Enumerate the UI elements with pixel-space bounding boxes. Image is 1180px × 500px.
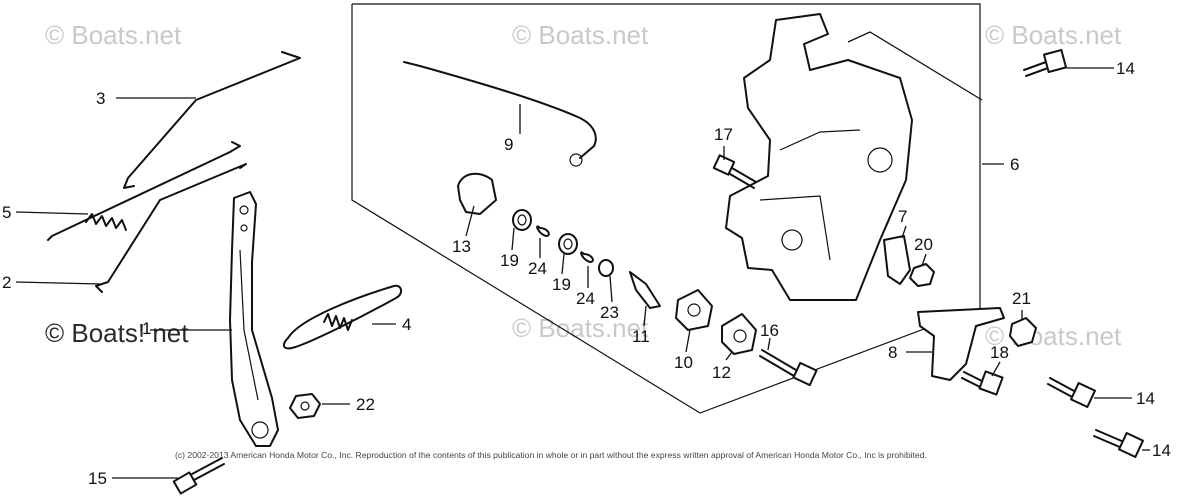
part-22-nut (289, 393, 321, 419)
callout-8: 8 (888, 343, 897, 362)
callout-5: 5 (2, 203, 11, 222)
callout-11: 11 (632, 327, 650, 346)
part-24-clip-a (536, 225, 550, 237)
callout-4: 4 (402, 315, 411, 334)
callout-14-top: 14 (1116, 59, 1135, 78)
watermark-mid-center: © Boats.net (512, 313, 649, 343)
watermark-top-right: © Boats.net (985, 20, 1122, 50)
callout-1: 1 (142, 319, 151, 338)
callout-24a: 24 (528, 259, 547, 278)
part-18-bolt (961, 370, 1004, 396)
callout-24b: 24 (576, 289, 595, 308)
watermark-mid-right: © Boats.net (985, 321, 1122, 351)
callout-22: 22 (356, 395, 375, 414)
part-16-bolt (759, 349, 818, 387)
part-5-rod-spring (47, 141, 241, 241)
callout-20: 20 (914, 235, 933, 254)
watermark-mid-left: © Boats! net (45, 318, 189, 348)
part-9-cable (403, 61, 597, 167)
callout-9: 9 (504, 135, 513, 154)
part-13-cam (457, 172, 497, 215)
part-14-bolt-top (1023, 48, 1068, 77)
part-20-nut (909, 263, 935, 287)
part-1-lever (229, 191, 279, 447)
part-10-plate (675, 289, 713, 331)
part-19-collar-a (512, 209, 532, 231)
part-3-rod (123, 51, 301, 189)
callout-19a: 19 (500, 251, 519, 270)
part-14-bolt-bottom (1093, 429, 1144, 458)
callout-14-mid: 14 (1136, 389, 1155, 408)
part-4-spring (282, 284, 402, 350)
part-11-lever (629, 271, 661, 309)
leader-lines (15, 31, 1150, 479)
part-15-bolt (172, 457, 225, 495)
part-23-washer (598, 259, 614, 277)
watermark-top-left: © Boats.net (45, 20, 182, 50)
callout-10: 10 (674, 353, 693, 372)
callout-18: 18 (990, 343, 1009, 362)
part-2-rod (95, 163, 247, 293)
callout-17: 17 (714, 125, 733, 144)
callout-15: 15 (88, 469, 107, 488)
watermark-top-center: © Boats.net (512, 20, 649, 50)
callout-7: 7 (898, 207, 907, 226)
part-24-clip-b (580, 251, 594, 263)
part-21-nut (1009, 317, 1037, 347)
part-14-bolt-mid (1047, 377, 1096, 408)
callout-16: 16 (760, 321, 779, 340)
callout-12: 12 (712, 363, 731, 382)
callout-21: 21 (1012, 289, 1031, 308)
callout-6: 6 (1010, 155, 1019, 174)
part-19-collar-b (558, 233, 578, 255)
part-17-bolt (712, 154, 757, 189)
callout-2: 2 (2, 273, 11, 292)
part-12-plate (721, 313, 757, 355)
part-7-clip (883, 235, 911, 285)
copyright-notice: (c) 2002-2013 American Honda Motor Co., … (175, 450, 927, 460)
callout-14-bottom: 14 (1152, 441, 1171, 460)
part-8-bracket (917, 307, 1005, 381)
part-6-bracket (725, 13, 913, 301)
callout-labels: 3 5 2 1 4 22 15 9 13 19 24 19 24 23 11 1… (2, 59, 1171, 488)
assembly-frame (351, 3, 981, 414)
callout-3: 3 (96, 89, 105, 108)
callout-19b: 19 (552, 275, 571, 294)
callout-13: 13 (452, 237, 471, 256)
callout-23: 23 (600, 303, 619, 322)
